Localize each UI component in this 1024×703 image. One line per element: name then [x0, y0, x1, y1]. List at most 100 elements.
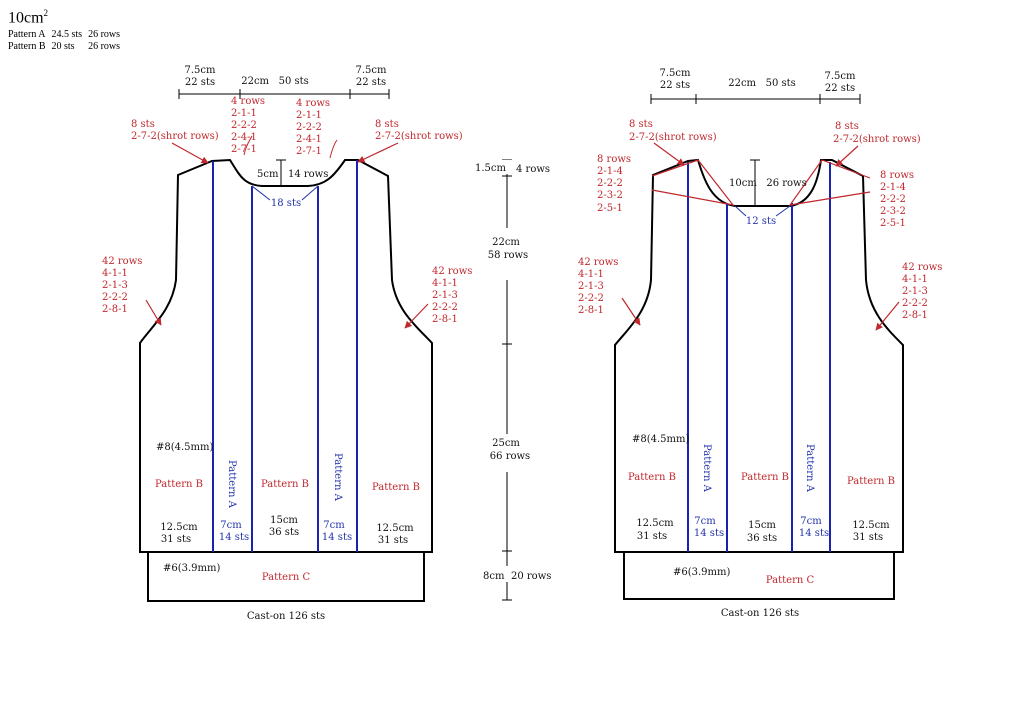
measure-rib-rows: 20 rows	[511, 571, 551, 582]
annotation-label: 8 rows	[597, 154, 631, 165]
measure-armhole-rows: 58 rows	[488, 250, 528, 261]
front-needle-rib: #6(3.9mm)	[163, 563, 221, 574]
front-needle-body: #8(4.5mm)	[156, 442, 214, 453]
back-neck-dec-left: 8 rows 2-1-4 2-2-2 2-3-2 2-5-1	[597, 154, 631, 214]
front-top-dimension	[178, 89, 390, 99]
back-shoulder-left-rows: 2-7-2(shrot rows)	[629, 132, 717, 143]
measure-shoulder-cm: 1.5cm	[475, 163, 507, 174]
back-center-w-sts: 36 sts	[747, 533, 777, 544]
front-shoulder-left-sts: 8 sts	[131, 119, 155, 130]
back-top-left-cm: 7.5cm	[660, 68, 692, 79]
annotation-label: 2-1-4	[880, 182, 906, 193]
annotation-label: 4 rows	[296, 98, 330, 109]
front-pattern-a-right: Pattern A	[332, 453, 343, 502]
annotation-label: 2-2-2	[296, 122, 322, 133]
annotation-label: 2-8-1	[902, 310, 928, 321]
annotation-label: 2-1-4	[597, 166, 623, 177]
annotation-label: 4-1-1	[432, 278, 458, 289]
back-cable-w2-sts: 14 sts	[799, 528, 829, 539]
gauge-table: Pattern A 24.5 sts 26 rows Pattern B 20 …	[8, 29, 126, 53]
back-side-w-sts: 31 sts	[637, 531, 667, 542]
annotation-label: 4-1-1	[578, 269, 604, 280]
front-cable-w2-sts: 14 sts	[322, 532, 352, 543]
back-pattern-b-center: Pattern B	[741, 472, 789, 483]
back-armhole-left-arrow	[621, 297, 641, 326]
back-pattern-a-right: Pattern A	[804, 444, 815, 493]
annotation-label: 42 rows	[432, 266, 472, 277]
annotation-label: 42 rows	[902, 262, 942, 273]
vertical-measures: 1.5cm 4 rows 22cm 58 rows 25cm 66 rows 8…	[470, 159, 551, 601]
back-shoulder-left-sts: 8 sts	[629, 119, 653, 130]
annotation-label: 2-4-1	[296, 134, 322, 145]
annotation-label: 2-2-2	[102, 292, 128, 303]
annotation-label: 2-5-1	[597, 203, 623, 214]
back-piece: 7.5cm 22 sts 22cm 50 sts 7.5cm 22 sts 8 …	[578, 68, 942, 619]
front-armhole-left-arrow	[145, 299, 162, 326]
annotation-label: 2-1-3	[902, 286, 928, 297]
back-top-right-sts: 22 sts	[825, 83, 855, 94]
back-armhole-right-arrow	[875, 301, 900, 331]
front-neck-depth-marker	[276, 159, 286, 186]
front-top-mid: 22cm 50 sts	[241, 76, 309, 87]
front-side-w-sts: 31 sts	[161, 534, 191, 545]
back-pattern-b-left: Pattern B	[628, 472, 676, 483]
annotation-label: 2-1-3	[578, 281, 604, 292]
back-needle-rib: #6(3.9mm)	[673, 567, 731, 578]
annotation-label: 2-1-3	[102, 280, 128, 291]
front-top-right-sts: 22 sts	[356, 77, 386, 88]
front-top-left-sts: 22 sts	[185, 77, 215, 88]
front-side-w2-sts: 31 sts	[378, 535, 408, 546]
back-top-left-sts: 22 sts	[660, 80, 690, 91]
front-cable-w-cm: 7cm	[220, 520, 242, 531]
front-panel-lines	[212, 160, 358, 552]
back-pattern-a-left: Pattern A	[701, 444, 712, 493]
front-neck-dec-right: 4 rows 2-1-1 2-2-2 2-4-1 2-7-1	[296, 98, 330, 157]
front-center-w-cm: 15cm	[270, 515, 298, 526]
back-side-w-cm: 12.5cm	[636, 518, 674, 529]
annotation-label: 2-2-2	[902, 298, 928, 309]
front-armhole-left: 42 rows 4-1-1 2-1-3 2-2-2 2-8-1	[102, 256, 142, 315]
annotation-label: 2-3-2	[597, 190, 623, 201]
back-ribbing	[623, 551, 895, 600]
front-shoulder-right-sts: 8 sts	[375, 119, 399, 130]
front-shoulder-right-arrow	[357, 142, 399, 163]
annotation-label: 2-1-1	[231, 108, 257, 119]
back-neck-sts: 12 sts	[746, 216, 776, 227]
back-cast-on: Cast-on 126 sts	[721, 608, 799, 619]
annotation-label: 2-2-2	[578, 293, 604, 304]
annotation-label: 2-5-1	[880, 218, 906, 229]
annotation-label: 2-2-2	[231, 120, 257, 131]
front-cable-w-sts: 14 sts	[219, 532, 249, 543]
front-cable-w2-cm: 7cm	[323, 520, 345, 531]
annotation-label: 2-3-2	[880, 206, 906, 217]
back-cable-w-sts: 14 sts	[694, 528, 724, 539]
back-shoulder-right-arrow	[835, 145, 859, 167]
front-pattern-b-left: Pattern B	[155, 479, 203, 490]
back-center-w-cm: 15cm	[748, 520, 776, 531]
back-shoulder-right-sts: 8 sts	[835, 121, 859, 132]
measure-body-cm: 25cm	[492, 438, 520, 449]
back-pattern-b-right: Pattern B	[847, 476, 895, 487]
measure-armhole-cm: 22cm	[492, 237, 520, 248]
back-panel-lines	[687, 162, 831, 552]
gauge-row: Pattern B 20 sts 26 rows	[8, 41, 121, 53]
front-pattern-a-left: Pattern A	[226, 460, 237, 509]
front-neck-depth: 5cm 14 rows	[257, 169, 328, 180]
annotation-label: 2-2-2	[597, 178, 623, 189]
front-side-w-cm: 12.5cm	[160, 522, 198, 533]
back-neck-depth-marker	[750, 159, 760, 206]
annotation-label: 2-8-1	[102, 304, 128, 315]
measure-shoulder-rows: 4 rows	[516, 164, 550, 175]
front-outline	[139, 158, 433, 553]
back-top-mid: 22cm 50 sts	[728, 78, 796, 89]
front-armhole-right: 42 rows 4-1-1 2-1-3 2-2-2 2-8-1	[432, 266, 472, 325]
back-top-right-cm: 7.5cm	[825, 71, 857, 82]
back-cable-w2-cm: 7cm	[800, 516, 822, 527]
back-needle-body: #8(4.5mm)	[632, 434, 690, 445]
front-center-w-sts: 36 sts	[269, 527, 299, 538]
gauge-legend: 10cm2 Pattern A 24.5 sts 26 rows Pattern…	[8, 8, 126, 53]
annotation-label: 2-4-1	[231, 132, 257, 143]
back-cable-w-cm: 7cm	[694, 516, 716, 527]
back-side-w2-sts: 31 sts	[853, 532, 883, 543]
